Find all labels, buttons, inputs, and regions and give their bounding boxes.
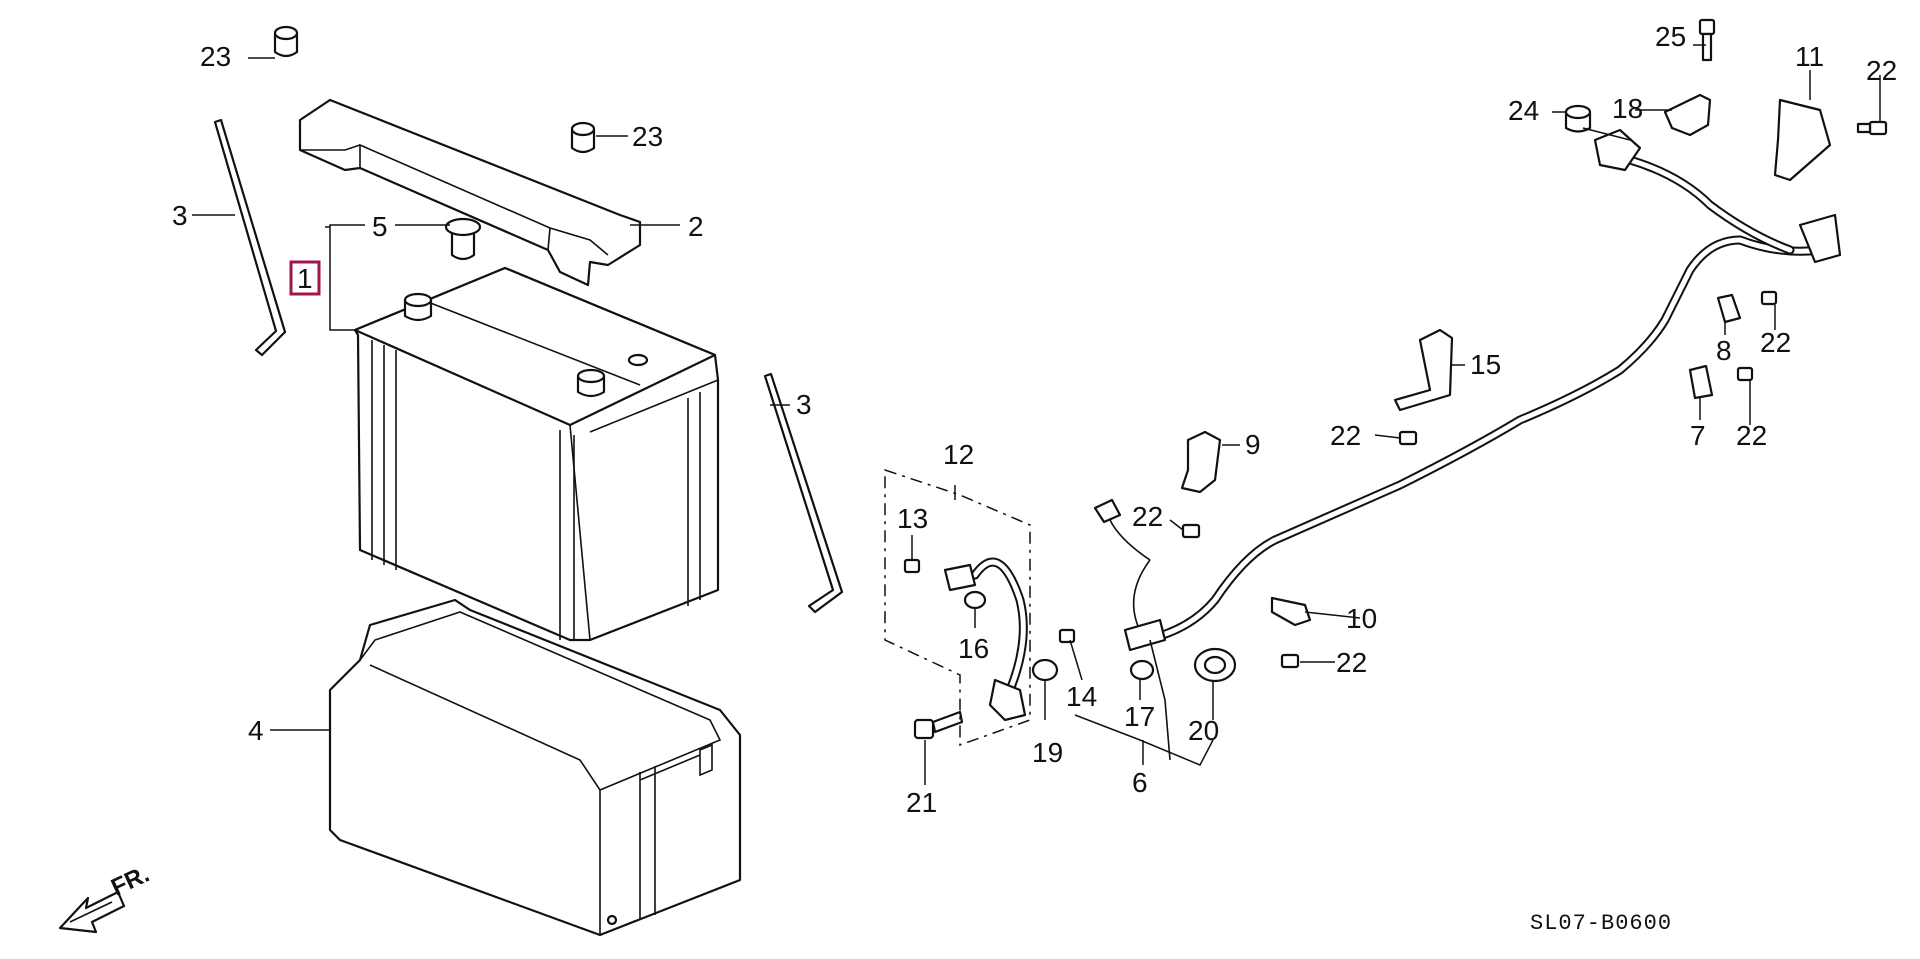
nut-23-mid[interactable] — [570, 121, 596, 154]
label-22-right-lower: 22 — [1736, 420, 1767, 451]
bolt-22-right-upper[interactable] — [1760, 290, 1778, 306]
label-4: 4 — [248, 715, 264, 746]
hold-down-rod-right[interactable] — [763, 372, 844, 614]
negative-terminal — [576, 368, 606, 398]
nut-16[interactable] — [963, 590, 987, 610]
ground-cable-assembly[interactable] — [943, 557, 1028, 722]
label-12: 12 — [943, 439, 974, 470]
vent-plug[interactable] — [444, 217, 482, 261]
label-5: 5 — [372, 211, 388, 242]
bolt-22-top-right[interactable] — [1856, 120, 1888, 136]
battery-setting-bar[interactable] — [298, 98, 642, 287]
label-22-top-right: 22 — [1866, 55, 1897, 86]
label-22-lower: 22 — [1336, 647, 1367, 678]
bolt-25[interactable] — [1698, 18, 1716, 62]
bracket-11[interactable] — [1773, 98, 1832, 182]
nut-23-top[interactable] — [273, 25, 299, 58]
leader-lines — [192, 44, 1881, 785]
bolt-14[interactable] — [1058, 628, 1076, 644]
highlighted-label-1[interactable]: 1 — [289, 260, 321, 296]
label-11: 11 — [1795, 41, 1824, 72]
label-8: 8 — [1716, 335, 1732, 366]
label-1: 1 — [297, 263, 313, 294]
label-23-top: 23 — [200, 41, 231, 72]
label-19: 19 — [1032, 737, 1063, 768]
clip-8[interactable] — [1716, 293, 1742, 324]
label-15: 15 — [1470, 349, 1501, 380]
clamp-20[interactable] — [1193, 647, 1237, 683]
label-18: 18 — [1612, 93, 1643, 124]
label-22-center: 22 — [1132, 501, 1163, 532]
diagram-code: SL07-B0600 — [1530, 911, 1672, 936]
clip-18[interactable] — [1663, 93, 1712, 137]
nut-24[interactable] — [1564, 104, 1592, 133]
label-2: 2 — [688, 211, 704, 242]
group-outline-12 — [884, 468, 1031, 747]
main-cable-harness[interactable] — [1093, 128, 1842, 761]
label-20: 20 — [1188, 715, 1219, 746]
bolt-21[interactable] — [913, 710, 964, 740]
label-16: 16 — [958, 633, 989, 664]
cable-holder-15[interactable] — [1393, 328, 1454, 412]
nut-17[interactable] — [1129, 659, 1155, 681]
label-21: 21 — [906, 787, 937, 818]
battery-box[interactable] — [328, 598, 742, 937]
clamp-9[interactable] — [1180, 430, 1222, 494]
label-24: 24 — [1508, 95, 1539, 126]
bolt-22-lower[interactable] — [1280, 653, 1300, 669]
front-direction-arrow: FR. — [58, 861, 154, 934]
bolt-22-right-lower[interactable] — [1736, 366, 1754, 382]
bolt-13[interactable] — [903, 558, 921, 574]
battery[interactable] — [353, 266, 720, 642]
label-23-mid: 23 — [632, 121, 663, 152]
clip-7[interactable] — [1688, 364, 1714, 400]
label-22-mid: 22 — [1330, 420, 1361, 451]
label-25: 25 — [1655, 21, 1686, 52]
label-13: 13 — [897, 503, 928, 534]
label-17: 17 — [1124, 701, 1155, 732]
label-3-left: 3 — [172, 200, 188, 231]
label-10: 10 — [1346, 603, 1377, 634]
hold-down-rod-left[interactable] — [213, 118, 287, 357]
label-9: 9 — [1245, 429, 1261, 460]
bolt-22-center[interactable] — [1181, 523, 1201, 539]
part-labels: 23 23 2 3 5 3 4 12 13 16 19 21 14 17 6 2… — [172, 21, 1897, 818]
label-14: 14 — [1066, 681, 1097, 712]
label-7: 7 — [1690, 420, 1706, 451]
label-6: 6 — [1132, 767, 1148, 798]
label-3-right: 3 — [796, 389, 812, 420]
bolt-22-mid[interactable] — [1398, 430, 1418, 446]
label-22-right-upper: 22 — [1760, 327, 1791, 358]
nut-19[interactable] — [1031, 658, 1059, 682]
clamp-10[interactable] — [1270, 596, 1312, 627]
positive-terminal — [403, 292, 433, 322]
